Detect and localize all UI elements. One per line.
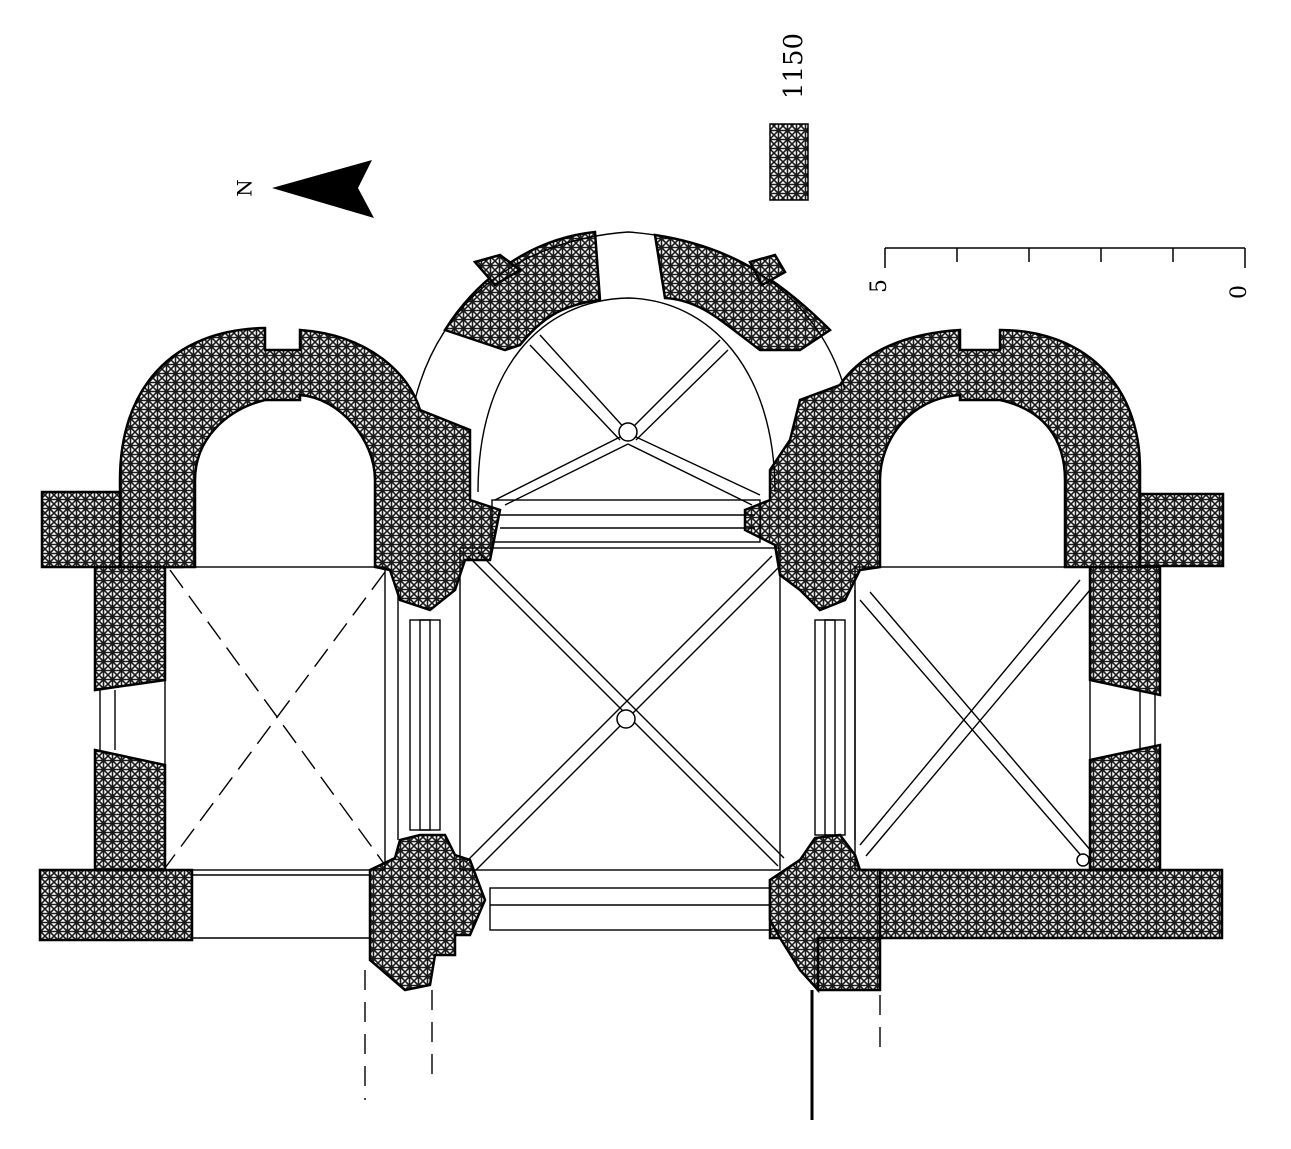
wall-left-side-north (93, 565, 167, 692)
central-apse-outer-arc (414, 231, 846, 401)
right-bay-rib-b2 (865, 589, 1091, 857)
right-bay-rib-b (859, 579, 1081, 846)
wall-central-apse-north (443, 230, 602, 352)
apse-rib-1b (529, 344, 621, 441)
central-rib-a2 (477, 551, 785, 859)
left-bay-diagonal-a (169, 569, 386, 866)
north-arrow: N (233, 160, 374, 218)
scale-bar-label-start: 0 (1227, 285, 1252, 299)
apse-rib-3b (504, 443, 629, 506)
arch-east-inner (824, 619, 836, 836)
apse-rib-4 (633, 435, 761, 496)
north-arrow-icon (272, 160, 374, 218)
wall-central-apse-niche-right (748, 253, 787, 287)
wall-right-side-north (1088, 565, 1162, 697)
vault-bosses (616, 422, 1090, 867)
scale-bar (884, 247, 1246, 268)
pier-north-east (768, 833, 882, 994)
apse-rib-2 (627, 339, 721, 433)
arch-south (491, 499, 761, 543)
apse-rib-3 (494, 435, 623, 501)
apse-boss (618, 422, 638, 442)
arch-north (489, 887, 771, 931)
pier-north-west (368, 833, 487, 992)
right-bay-corner-boss (1076, 853, 1090, 867)
scale-bar-label-end: 5 (867, 279, 892, 293)
central-apse-inner-arc (477, 297, 776, 493)
right-bay-outline (854, 566, 1091, 871)
wall-right-side-south (1088, 743, 1162, 872)
right-bay-rib-a2 (869, 591, 1093, 853)
central-bay-boss (616, 709, 636, 729)
wall-central-apse-niche-left (472, 253, 523, 287)
wall-bottom-left-buttress (38, 868, 194, 942)
legend-period-label: 1150 (779, 33, 809, 99)
north-arrow-label: N (233, 179, 257, 197)
wall-left-apse (118, 326, 502, 612)
arch-east (814, 619, 846, 836)
left-bay-outline (164, 566, 386, 871)
left-bay-diagonal-b (164, 571, 386, 869)
legend-swatch (769, 123, 809, 201)
arch-west-inner (419, 619, 431, 831)
masonry-walls (38, 230, 1225, 994)
legend: 1150 (769, 33, 809, 201)
vault-lines (99, 231, 1156, 1120)
apse-rib-2b (635, 349, 729, 441)
central-bay-outline (459, 547, 781, 871)
arch-west (409, 619, 441, 831)
apse-rib-4b (627, 443, 753, 506)
wall-left-side-south (93, 748, 167, 872)
apse-rib-1 (539, 334, 629, 433)
central-rib-b (465, 555, 773, 863)
wall-central-apse-south (653, 233, 832, 352)
wall-right-apse (743, 328, 1142, 612)
